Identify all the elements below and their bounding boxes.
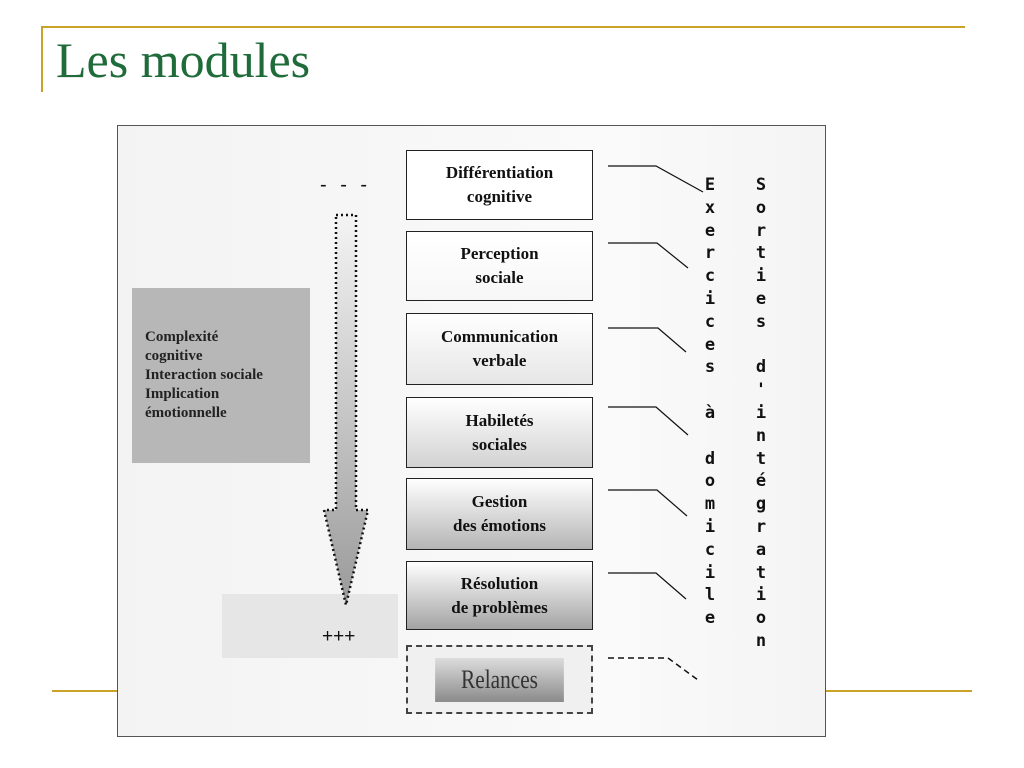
vertical-letter: i [755,585,767,606]
dimension-line: Implication [145,386,220,402]
vertical-letter: t [755,562,767,583]
vertical-letter: t [755,243,767,264]
vertical-letter: E [704,175,716,195]
arrow-top-label: - - - [320,174,372,196]
module-label: Perception sociale [460,244,539,287]
bottom-rule-left [52,690,118,692]
vertical-letter: a [755,539,767,560]
module-label: Habiletés sociales [465,410,534,454]
plus-background [222,594,398,658]
arrow-bottom-label: +++ [322,626,356,647]
vertical-letter: à [704,402,716,423]
vertical-letter: c [704,311,716,332]
down-arrow-icon [322,213,370,606]
top-rule-vertical [41,28,43,92]
vertical-letter: i [704,562,716,583]
bottom-rule-right [826,690,972,692]
vertical-letter: x [704,197,716,218]
vertical-letter: e [704,220,716,241]
vertical-letter: e [704,334,716,355]
module-label: Différentiation cognitive [445,163,554,206]
vertical-letter: d [755,357,767,378]
vertical-letter: g [755,494,767,515]
vertical-letter: ' [755,380,767,401]
module-box: Gestion des émotions [406,478,593,550]
top-rule-horizontal [41,26,965,28]
vertical-letter: i [755,402,767,423]
module-box: Différentiation cognitive [406,150,593,220]
vertical-letter: m [704,494,716,515]
vertical-letter: r [755,220,767,241]
vertical-letter: o [704,471,716,492]
vertical-letter: é [755,471,767,492]
vertical-letter: s [704,357,716,378]
slide-title: Les modules [56,32,311,88]
dimension-line: cognitive [145,348,203,364]
module-box: Communication verbale [406,313,593,385]
vertical-letter: r [755,516,767,537]
vertical-letter: s [755,311,767,332]
vertical-letter: i [755,266,767,287]
vertical-letter: o [755,197,767,218]
vertical-letter: l [704,585,716,606]
vertical-letter: i [704,516,716,537]
vertical-letter: c [704,539,716,560]
dimension-line: émotionnelle [145,405,227,421]
vertical-letter: d [704,448,716,469]
vertical-letter: t [755,448,767,469]
module-label: Gestion des émotions [452,492,547,535]
relances-label: Relances [435,657,564,702]
dimension-line: Complexité [145,329,219,345]
vertical-letter: i [704,288,716,309]
vertical-letter: r [704,243,716,264]
module-box: Perception sociale [406,231,593,301]
vertical-letter: c [704,266,716,287]
vertical-letter: S [755,175,767,195]
vertical-letter [697,425,723,448]
vertical-letter: o [755,608,767,629]
module-label: Résolution de problèmes [451,573,548,617]
vertical-letter [697,379,723,402]
relances-box: Relances [406,645,593,714]
vertical-letter: e [704,608,716,629]
vertical-letter [748,334,774,357]
module-box: Habiletés sociales [406,397,593,468]
vertical-letter: e [755,288,767,309]
vertical-letter: n [755,630,767,651]
dimensions-box: Complexité cognitive Interaction sociale… [132,288,310,463]
module-box: Résolution de problèmes [406,561,593,630]
dimension-line: Interaction sociale [145,367,263,383]
module-label: Communication verbale [440,327,559,370]
vertical-letter: n [755,425,767,446]
